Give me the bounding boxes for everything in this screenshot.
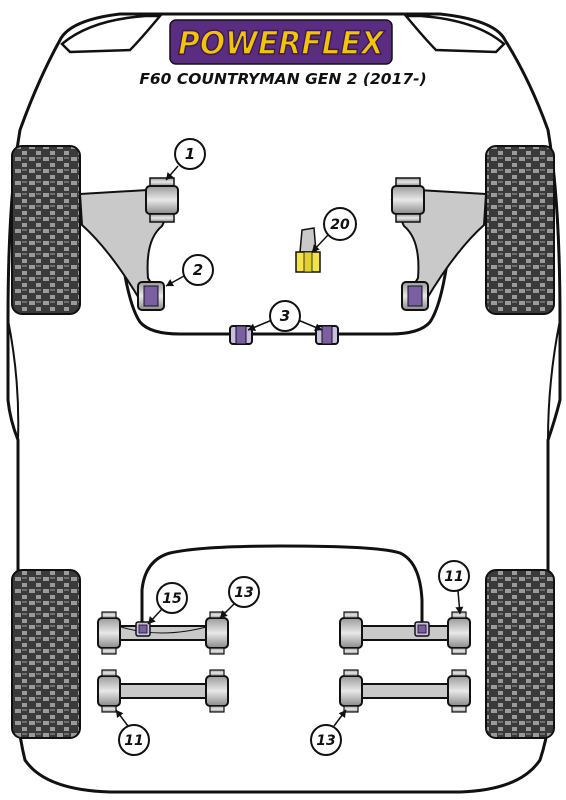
rear-link-bushes bbox=[97, 611, 471, 713]
front-anti-roll-bar bbox=[116, 219, 454, 336]
callout-label: 11 bbox=[444, 569, 463, 585]
rear-left-lower-link bbox=[107, 683, 221, 699]
car-body-outline bbox=[6, 12, 562, 794]
callout-arrowhead bbox=[220, 610, 228, 618]
callout-arrowhead bbox=[312, 244, 320, 252]
callout-arrowhead bbox=[166, 172, 174, 180]
callout-arrowhead bbox=[148, 616, 156, 624]
callout-arrowhead bbox=[166, 279, 175, 287]
callout-circle bbox=[269, 300, 301, 332]
callout-label: 1 bbox=[185, 145, 195, 163]
callout-circle bbox=[323, 207, 357, 241]
front-wishbone-front-bush-left bbox=[145, 177, 179, 223]
logo-text: POWERFLEX bbox=[178, 24, 385, 62]
callout-arrowhead bbox=[338, 710, 346, 718]
callout-label: 15 bbox=[162, 591, 182, 607]
callout-circle bbox=[118, 724, 150, 756]
body-waist-left bbox=[7, 319, 20, 441]
callout-label: 11 bbox=[124, 733, 143, 749]
vehicle-subtitle: F60 COUNTRYMAN GEN 2 (2017-) bbox=[139, 70, 426, 88]
callout-arrowhead bbox=[314, 323, 322, 331]
rear-anti-roll-bar bbox=[140, 544, 424, 628]
callout-circle bbox=[438, 560, 470, 592]
callout-label: 3 bbox=[280, 307, 290, 325]
front-left-wheel bbox=[11, 145, 81, 315]
front-wishbone-rear-bush-right bbox=[401, 281, 429, 311]
callout-label: 20 bbox=[330, 217, 350, 233]
callout-circle bbox=[310, 724, 342, 756]
callout-circle bbox=[156, 582, 188, 614]
callout-label: 2 bbox=[193, 261, 203, 279]
powerflex-logo: POWERFLEX bbox=[169, 19, 393, 65]
callout-arrowhead bbox=[116, 710, 124, 718]
rear-right-wheel bbox=[485, 569, 555, 739]
body-waist-right bbox=[547, 319, 561, 441]
rear-anti-roll-bar-bush-left bbox=[135, 621, 151, 637]
front-right-wheel bbox=[485, 145, 555, 315]
callout-circle bbox=[174, 138, 206, 170]
front-wishbone-rear-bush-left bbox=[137, 281, 165, 311]
callouts: 1 2 3 20 15 13 11 11 13 bbox=[115, 138, 470, 756]
left-headlight-outline bbox=[60, 14, 163, 54]
callout-label: 13 bbox=[316, 733, 335, 749]
front-wishbone-front-bush-right bbox=[391, 177, 425, 223]
callout-circle bbox=[182, 254, 214, 286]
callout-label: 13 bbox=[234, 585, 253, 601]
rear-anti-roll-bar-bush-right bbox=[414, 621, 430, 637]
rear-left-wheel bbox=[11, 569, 81, 739]
engine-mount-insert bbox=[295, 227, 321, 273]
callout-arrowhead bbox=[248, 323, 256, 331]
callout-circle bbox=[228, 576, 260, 608]
callout-arrowhead bbox=[455, 606, 464, 614]
right-headlight-outline bbox=[403, 14, 506, 54]
anti-roll-bar-bush-left bbox=[229, 325, 253, 345]
